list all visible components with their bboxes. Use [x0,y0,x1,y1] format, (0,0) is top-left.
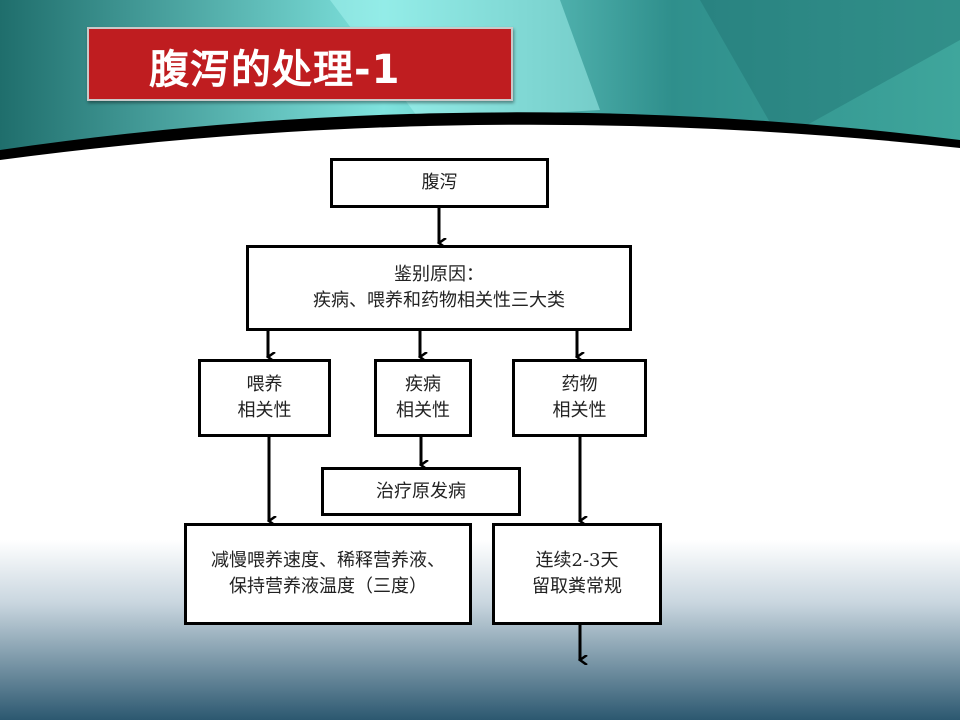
drug-line1: 药物 [561,374,598,395]
treat-primary-label: 治疗原发病 [376,480,466,502]
drug-action-line2: 留取粪常规 [532,576,622,597]
box-identify-cause: 鉴别原因： 疾病、喂养和药物相关性三大类 [246,245,632,331]
box-diarrhea-label: 腹泻 [421,172,458,193]
slide-title: 腹泻的处理-1 [149,47,401,93]
box-drug-action: 连续2-3天留取粪常规 [492,523,662,625]
box-drug-related: 药物相关性 [512,359,647,437]
box-diarrhea: 腹泻 [330,158,549,208]
feeding-action-line2: 保持营养液温度（三度） [229,576,427,597]
disease-line1: 疾病 [405,374,441,395]
feeding-action-line1: 减慢喂养速度、稀释营养液、 [211,550,445,571]
identify-line2: 疾病、喂养和药物相关性三大类 [313,290,565,311]
box-feeding-action: 减慢喂养速度、稀释营养液、保持营养液温度（三度） [184,523,472,625]
identify-line1: 鉴别原因： [394,264,484,285]
slide-title-banner: 腹泻的处理-1 [87,27,513,101]
box-feeding-related: 喂养相关性 [198,359,331,437]
disease-line2: 相关性 [396,400,450,421]
feeding-line1: 喂养 [246,374,283,395]
box-disease-related: 疾病相关性 [374,359,472,437]
drug-action-line1: 连续2-3天 [535,550,619,571]
drug-line2: 相关性 [552,400,607,421]
box-treat-primary: 治疗原发病 [321,467,521,516]
feeding-line2: 相关性 [237,400,292,421]
